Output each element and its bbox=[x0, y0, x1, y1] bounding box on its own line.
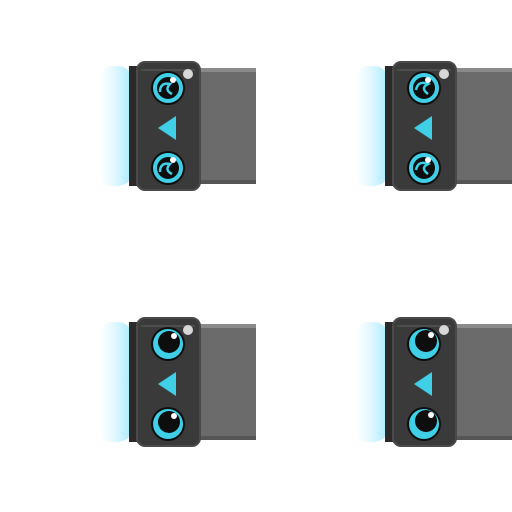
signal-device-4 bbox=[354, 317, 512, 447]
indicator-dot bbox=[439, 325, 449, 335]
mount-arm bbox=[452, 68, 512, 184]
sprite-frame-3 bbox=[0, 256, 256, 512]
signal-device-1 bbox=[98, 61, 256, 191]
light-glow bbox=[354, 66, 388, 186]
indicator-dot bbox=[439, 69, 449, 79]
bottom-lens-icon bbox=[151, 407, 185, 441]
light-glow bbox=[98, 322, 132, 442]
mount-arm bbox=[196, 324, 256, 440]
top-lens-icon bbox=[407, 327, 441, 361]
top-lens-icon bbox=[407, 71, 441, 105]
signal-device-3 bbox=[98, 317, 256, 447]
sprite-frame-1 bbox=[0, 0, 256, 256]
bottom-lens-icon bbox=[407, 151, 441, 185]
mount-arm bbox=[452, 324, 512, 440]
arrow-left-icon bbox=[414, 372, 432, 396]
sprite-frame-2 bbox=[256, 0, 512, 256]
arrow-left-icon bbox=[158, 372, 176, 396]
indicator-dot bbox=[183, 69, 193, 79]
light-glow bbox=[354, 322, 388, 442]
bottom-lens-icon bbox=[407, 407, 441, 441]
signal-device-2 bbox=[354, 61, 512, 191]
sprite-frame-4 bbox=[256, 256, 512, 512]
arrow-left-icon bbox=[158, 116, 176, 140]
top-lens-icon bbox=[151, 71, 185, 105]
bottom-lens-icon bbox=[151, 151, 185, 185]
top-lens-icon bbox=[151, 327, 185, 361]
mount-arm bbox=[196, 68, 256, 184]
arrow-left-icon bbox=[414, 116, 432, 140]
indicator-dot bbox=[183, 325, 193, 335]
light-glow bbox=[98, 66, 132, 186]
